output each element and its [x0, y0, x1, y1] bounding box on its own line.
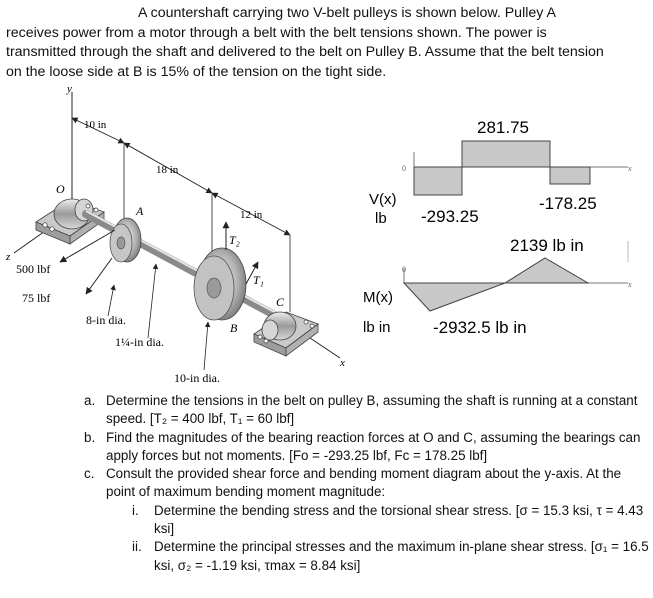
shear-xaxis: x: [627, 164, 632, 173]
shear-bar-3: [549, 166, 591, 185]
dim-18in-label: 18 in: [156, 164, 179, 176]
problem-statement: A countershaft carrying two V-belt pulle…: [6, 4, 648, 82]
moment-pos-value: 2139 lb in: [510, 236, 584, 255]
pulley-A: [109, 217, 142, 263]
question-c: c. Consult the provided shear force and …: [78, 465, 650, 502]
question-c-ii-marker: ii.: [132, 539, 142, 555]
shear-neg1-value: -293.25: [421, 207, 479, 226]
question-b-text: Find the magnitudes of the bearing react…: [106, 429, 641, 463]
axis-z-label: z: [5, 251, 11, 263]
shear-pos-value: 281.75: [477, 118, 529, 137]
axis-y-label: y: [66, 83, 72, 95]
moment-negative-region: [402, 282, 506, 312]
shaft: [82, 210, 284, 322]
pulley-B: [193, 247, 247, 321]
label-O: O: [56, 182, 65, 196]
moment-label-line2: lb in: [363, 319, 391, 336]
label-A: A: [135, 204, 144, 218]
moment-xaxis: x: [627, 280, 632, 289]
question-b: b. Find the magnitudes of the bearing re…: [78, 429, 650, 466]
question-c-i-text: Determine the bending stress and the tor…: [154, 502, 644, 537]
question-c-text: Consult the provided shear force and ben…: [106, 466, 622, 500]
x-axis-line: [297, 329, 341, 359]
question-a: a. Determine the tensions in the belt on…: [78, 392, 650, 429]
question-list: a. Determine the tensions in the belt on…: [78, 392, 650, 575]
bearing-C: [253, 311, 319, 357]
z-axis-line: [13, 211, 73, 254]
shear-bar-1: [413, 166, 463, 196]
problem-line-4: on the loose side at B is 15% of the ten…: [6, 63, 387, 80]
shear-label-line2: lb: [375, 210, 387, 227]
bearing-O: [35, 198, 105, 245]
problem-line-1: A countershaft carrying two V-belt pulle…: [138, 5, 556, 21]
dia-8in-label: 8-in dia.: [86, 313, 126, 327]
shear-diagram: [413, 140, 628, 196]
question-c-i-marker: i.: [132, 502, 139, 518]
force-75-label: 75 lbf: [22, 291, 50, 305]
label-C: C: [276, 295, 285, 309]
question-c-ii: ii. Determine the principal stresses and…: [78, 538, 650, 575]
label-T1: T₁: [253, 273, 264, 287]
dia-shaft-label: 1¼-in dia.: [115, 335, 164, 349]
moment-diagram: [402, 241, 629, 312]
moment-neg-value: -2932.5 lb in: [433, 318, 527, 337]
shear-origin: 0: [402, 164, 406, 173]
question-c-marker: c.: [84, 466, 95, 482]
force-500-label: 500 lbf: [16, 262, 50, 276]
shear-label-line1: V(x): [369, 191, 397, 208]
question-c-ii-text: Determine the principal stresses and the…: [154, 539, 649, 573]
question-b-marker: b.: [84, 429, 96, 445]
dim-10in-label: 10 in: [84, 119, 107, 131]
shear-bar-2: [461, 140, 551, 168]
problem-line-3: transmitted through the shaft and delive…: [6, 44, 604, 60]
label-B: B: [230, 321, 238, 335]
question-a-marker: a.: [84, 393, 96, 408]
dim-12in-label: 12 in: [240, 209, 263, 221]
axis-x-label: x: [339, 357, 345, 369]
moment-label-line1: M(x): [363, 289, 393, 306]
moment-origin: 0: [402, 265, 406, 274]
moment-positive-region: [503, 257, 590, 284]
question-c-i: i. Determine the bending stress and the …: [78, 502, 650, 539]
question-a-text: Determine the tensions in the belt on pu…: [106, 393, 638, 427]
shear-neg2-value: -178.25: [539, 194, 597, 213]
dia-10in-label: 10-in dia.: [174, 371, 220, 385]
problem-line-2: receives power from a motor through a be…: [6, 24, 547, 41]
label-T2: T₂: [229, 233, 240, 247]
